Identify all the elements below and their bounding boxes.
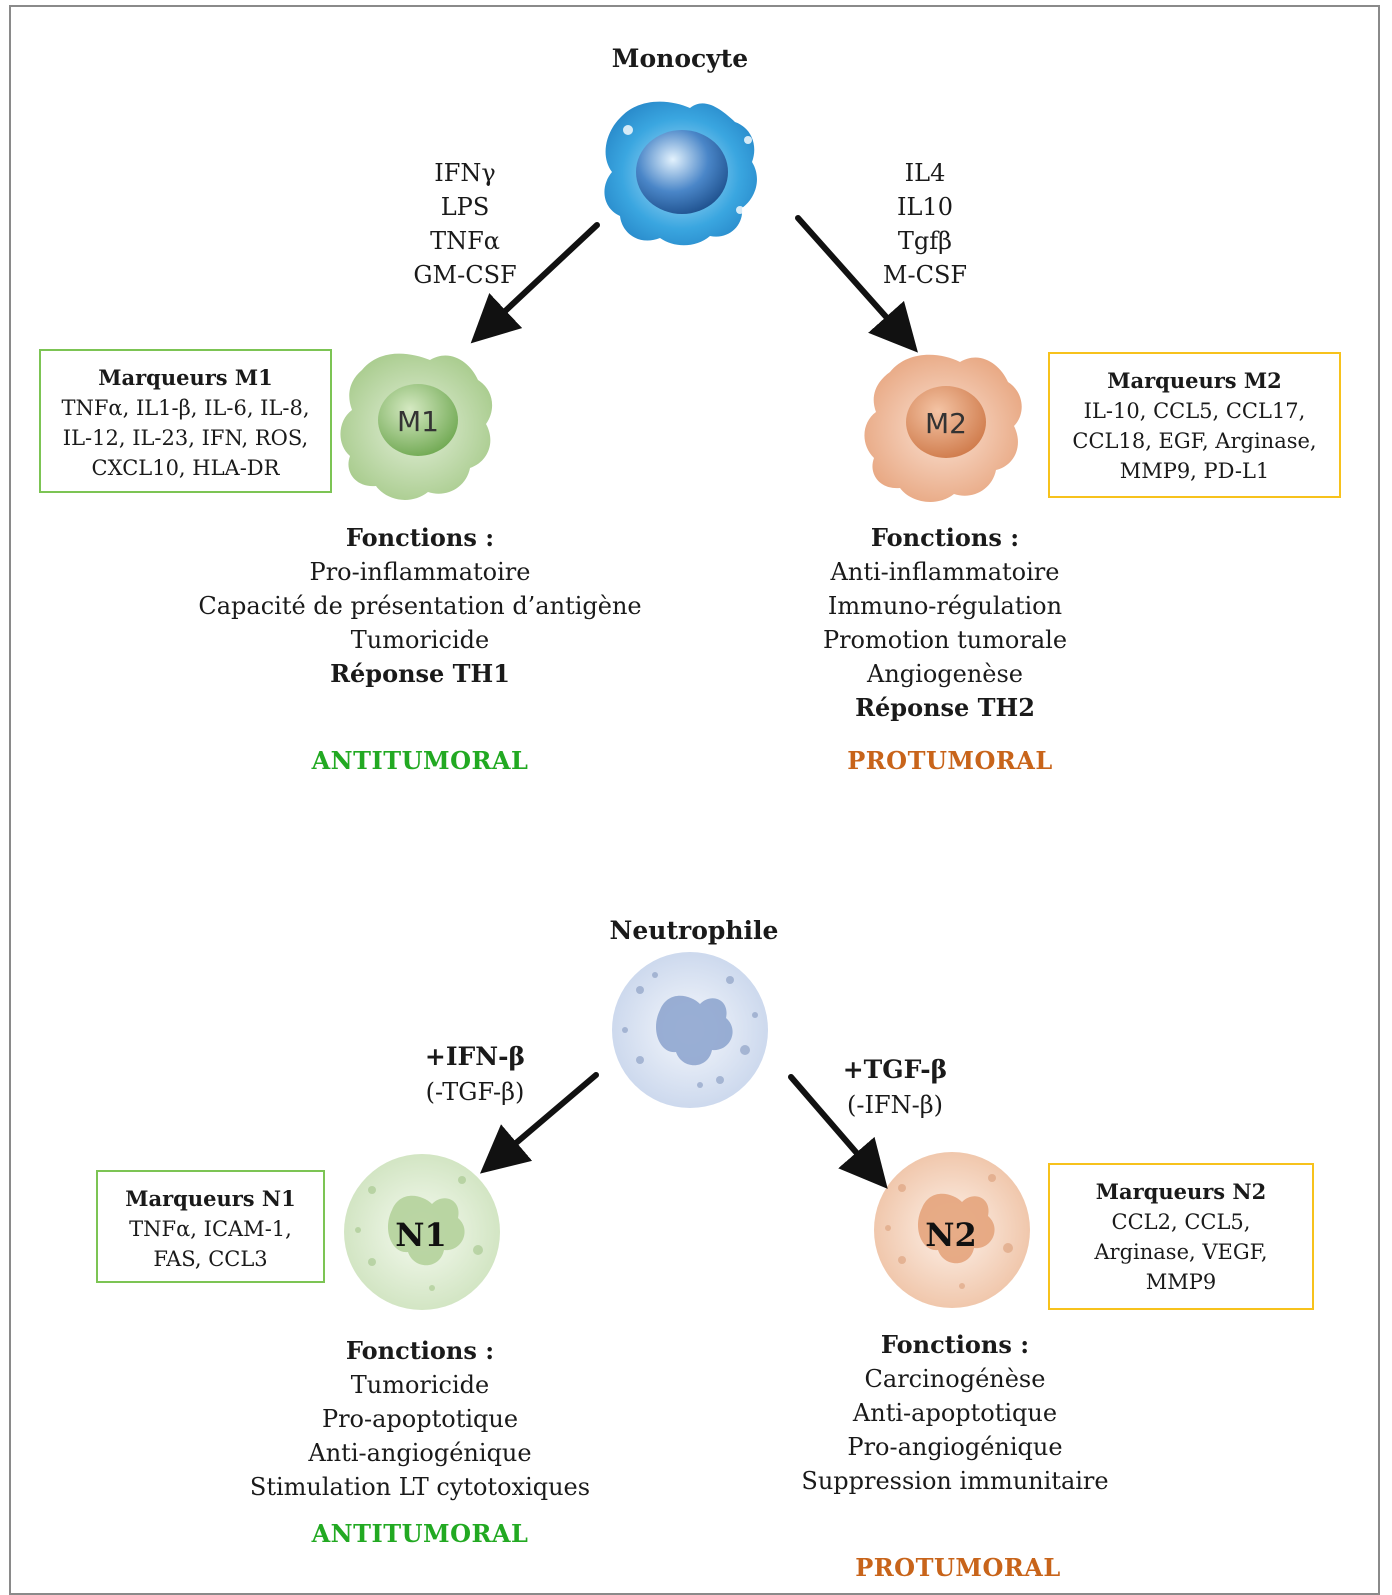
marker-line: CXCL10, HLA-DR — [91, 456, 280, 480]
function-item: Pro-angiogénique — [847, 1433, 1063, 1461]
function-item: Anti-apoptotique — [852, 1399, 1058, 1427]
function-item: Pro-inflammatoire — [309, 558, 531, 586]
function-item: Tumoricide — [350, 1371, 490, 1399]
function-item: Anti-angiogénique — [308, 1439, 532, 1467]
marker-line: IL-12, IL-23, IFN, ROS, — [62, 426, 309, 450]
stimulus: TNFα — [430, 227, 500, 255]
stimulus: M-CSF — [882, 261, 968, 289]
n1-functions: Fonctions : Tumoricide Pro-apoptotique A… — [240, 1334, 600, 1504]
function-item: Capacité de présentation d’antigène — [198, 592, 642, 620]
m2-cell-label: M2 — [925, 407, 967, 440]
arrow-icon-monocyte-m1 — [470, 222, 600, 344]
stimulus-secondary: (-TGF-β) — [425, 1078, 525, 1106]
marker-line: Arginase, VEGF, — [1094, 1240, 1268, 1264]
n2-neutrophil-icon: N2 — [874, 1152, 1030, 1308]
m1-tag-antitumoral: ANTITUMORAL — [311, 746, 529, 775]
n2-stimuli: +TGF-β (-IFN-β) — [810, 1052, 980, 1122]
function-item: Tumoricide — [350, 626, 490, 654]
function-item: Anti-inflammatoire — [830, 558, 1060, 586]
m2-functions: Fonctions : Anti-inflammatoire Immuno-ré… — [795, 521, 1095, 725]
function-item: Carcinogénèse — [864, 1365, 1046, 1393]
n1-stimuli: +IFN-β (-TGF-β) — [390, 1039, 560, 1109]
arrow-icon-monocyte-m2 — [795, 215, 918, 353]
m1-functions: Fonctions : Pro-inflammatoire Capacité d… — [170, 521, 670, 691]
n1-cell-label: N1 — [395, 1216, 447, 1254]
function-item: Promotion tumorale — [822, 626, 1068, 654]
response-label: Réponse TH1 — [330, 659, 510, 688]
arrow-icon-neutrophile-n1 — [479, 1072, 599, 1174]
n2-cell-label: N2 — [925, 1216, 977, 1254]
marker-line: MMP9, PD-L1 — [1119, 459, 1270, 483]
marker-line: TNFα, ICAM-1, — [129, 1217, 292, 1241]
m1-cell-label: M1 — [397, 405, 439, 438]
stimulus: IFNγ — [434, 159, 496, 187]
marker-line: FAS, CCL3 — [153, 1247, 268, 1271]
stimulus: IL4 — [904, 159, 946, 187]
stimulus: LPS — [440, 193, 490, 221]
m1-markers-title: Marqueurs M1 — [98, 365, 273, 390]
m2-markers-box: Marqueurs M2 IL-10, CCL5, CCL17, CCL18, … — [1048, 352, 1341, 498]
function-item: Suppression immunitaire — [801, 1467, 1109, 1495]
stimulus: Tgfβ — [897, 227, 953, 255]
marker-line: MMP9 — [1145, 1270, 1217, 1294]
m1-macrophage-icon: M1 — [340, 353, 493, 500]
neutrophil-cell-icon — [612, 952, 768, 1108]
m2-stimuli: IL4 IL10 Tgfβ M-CSF — [845, 156, 1005, 292]
monocyte-cell-icon — [604, 101, 757, 246]
stimulus: IL10 — [897, 193, 953, 221]
n1-markers-title: Marqueurs N1 — [125, 1186, 296, 1211]
n1-tag-antitumoral: ANTITUMORAL — [311, 1519, 529, 1548]
marker-line: IL-10, CCL5, CCL17, — [1083, 399, 1306, 423]
n2-tag-protumoral: PROTUMORAL — [855, 1553, 1061, 1582]
marker-line: CCL2, CCL5, — [1111, 1210, 1251, 1234]
m2-tag-protumoral: PROTUMORAL — [847, 746, 1053, 775]
n2-functions: Fonctions : Carcinogénèse Anti-apoptotiq… — [790, 1328, 1120, 1498]
monocyte-title: Monocyte — [611, 44, 749, 73]
functions-title: Fonctions : — [870, 523, 1020, 552]
m1-stimuli: IFNγ LPS TNFα GM-CSF — [380, 156, 550, 292]
n1-markers-box: Marqueurs N1 TNFα, ICAM-1, FAS, CCL3 — [96, 1170, 325, 1283]
stimulus-secondary: (-IFN-β) — [847, 1091, 943, 1119]
stimulus-main: +TGF-β — [842, 1055, 948, 1084]
functions-title: Fonctions : — [880, 1330, 1030, 1359]
response-label: Réponse TH2 — [855, 693, 1035, 722]
functions-title: Fonctions : — [345, 523, 495, 552]
n2-markers-title: Marqueurs N2 — [1095, 1179, 1267, 1204]
marker-line: TNFα, IL1-β, IL-6, IL-8, — [61, 396, 310, 420]
stimulus: GM-CSF — [413, 261, 517, 289]
n2-markers-box: Marqueurs N2 CCL2, CCL5, Arginase, VEGF,… — [1048, 1163, 1314, 1310]
m1-markers-box: Marqueurs M1 TNFα, IL1-β, IL-6, IL-8, IL… — [39, 349, 332, 493]
function-item: Stimulation LT cytotoxiques — [249, 1473, 591, 1501]
functions-title: Fonctions : — [345, 1336, 495, 1365]
arrow-icon-neutrophile-n2 — [788, 1074, 888, 1189]
m2-macrophage-icon: M2 — [864, 354, 1022, 502]
marker-line: CCL18, EGF, Arginase, — [1072, 429, 1317, 453]
stimulus-main: +IFN-β — [424, 1042, 526, 1071]
neutrophile-title: Neutrophile — [609, 916, 779, 945]
n1-neutrophil-icon: N1 — [344, 1154, 500, 1310]
m2-markers-title: Marqueurs M2 — [1107, 368, 1282, 393]
function-item: Pro-apoptotique — [321, 1405, 519, 1433]
function-item: Angiogenèse — [866, 660, 1024, 688]
function-item: Immuno-régulation — [827, 592, 1063, 620]
